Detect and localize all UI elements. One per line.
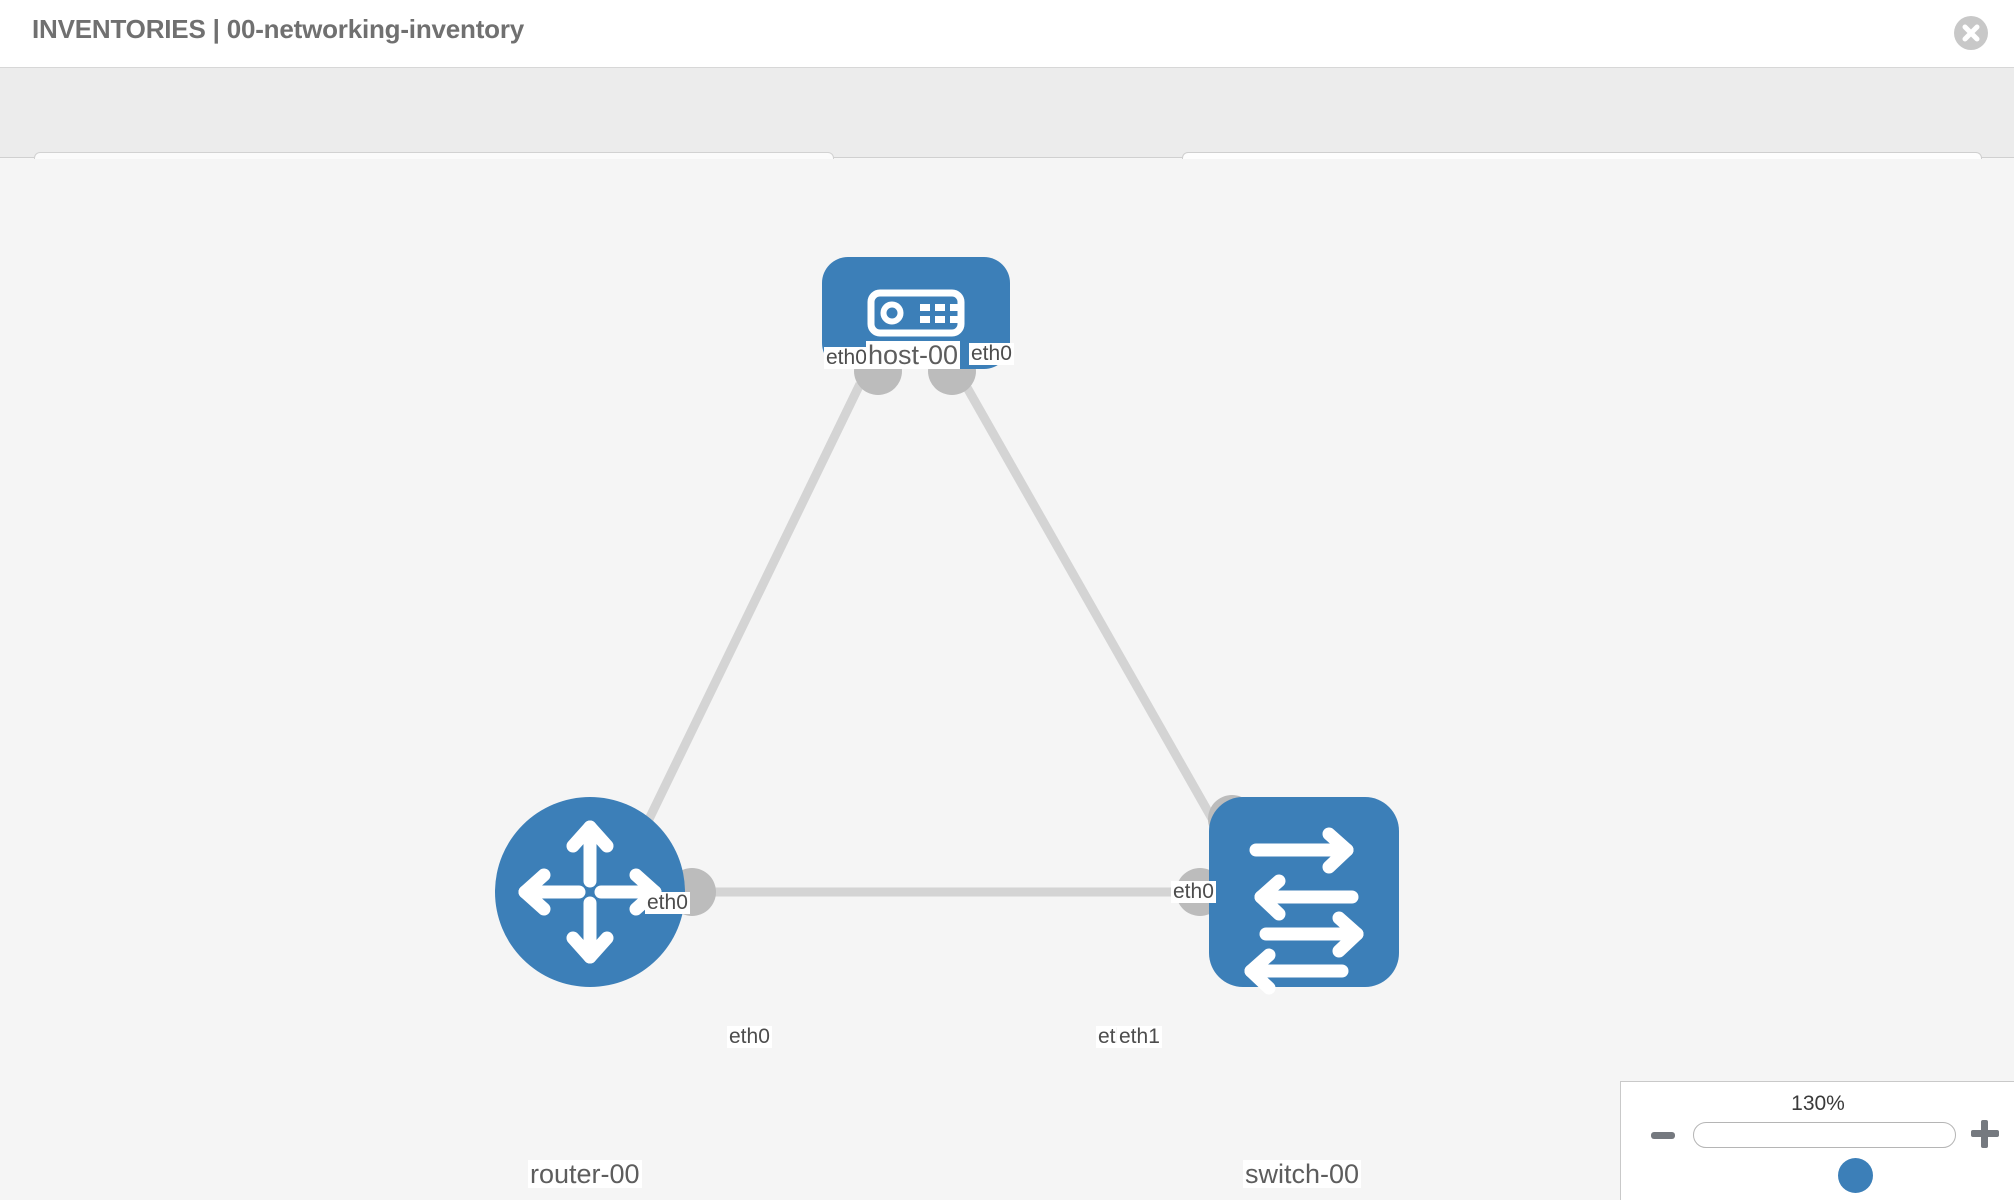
iface-label: eth0	[1171, 880, 1216, 904]
topology-canvas[interactable]: eth0 eth0 eth0 eth0 eth0 eth0 eth1 host-…	[0, 159, 2014, 1200]
toolbar: ACTIONS SEARCH	[0, 68, 2014, 204]
server-device-icon	[867, 289, 965, 337]
topology-graph	[495, 257, 1399, 995]
node-label-host-00: host-00	[866, 340, 961, 370]
topology-connectors	[668, 347, 1256, 916]
link-host00-router00[interactable]	[615, 382, 865, 881]
zoom-slider-thumb[interactable]	[1838, 1158, 1873, 1193]
node-label-router-00: router-00	[528, 1159, 642, 1189]
zoom-slider-track[interactable]	[1693, 1122, 1956, 1193]
node-switch-00[interactable]	[1209, 797, 1399, 995]
zoom-level-label: 130%	[1791, 1092, 1845, 1115]
page-header: INVENTORIES | 00-networking-inventory	[0, 0, 2014, 68]
iface-label: eth0	[645, 891, 690, 915]
topology-links	[615, 381, 1239, 897]
close-icon[interactable]	[1954, 16, 1988, 50]
plus-icon[interactable]	[1971, 1120, 1999, 1148]
minus-icon[interactable]	[1651, 1132, 1675, 1139]
zoom-control-panel: 130%	[1620, 1081, 2014, 1200]
link-host00-switch00[interactable]	[961, 381, 1239, 862]
node-label-switch-00: switch-00	[1243, 1159, 1362, 1189]
page-title: INVENTORIES | 00-networking-inventory	[32, 14, 525, 44]
iface-label: eth0	[824, 346, 869, 370]
iface-label: eth1	[1117, 1025, 1162, 1049]
iface-label: eth0	[727, 1025, 772, 1049]
switch-arrows-icon	[1244, 827, 1364, 995]
iface-label: eth0	[969, 342, 1014, 366]
